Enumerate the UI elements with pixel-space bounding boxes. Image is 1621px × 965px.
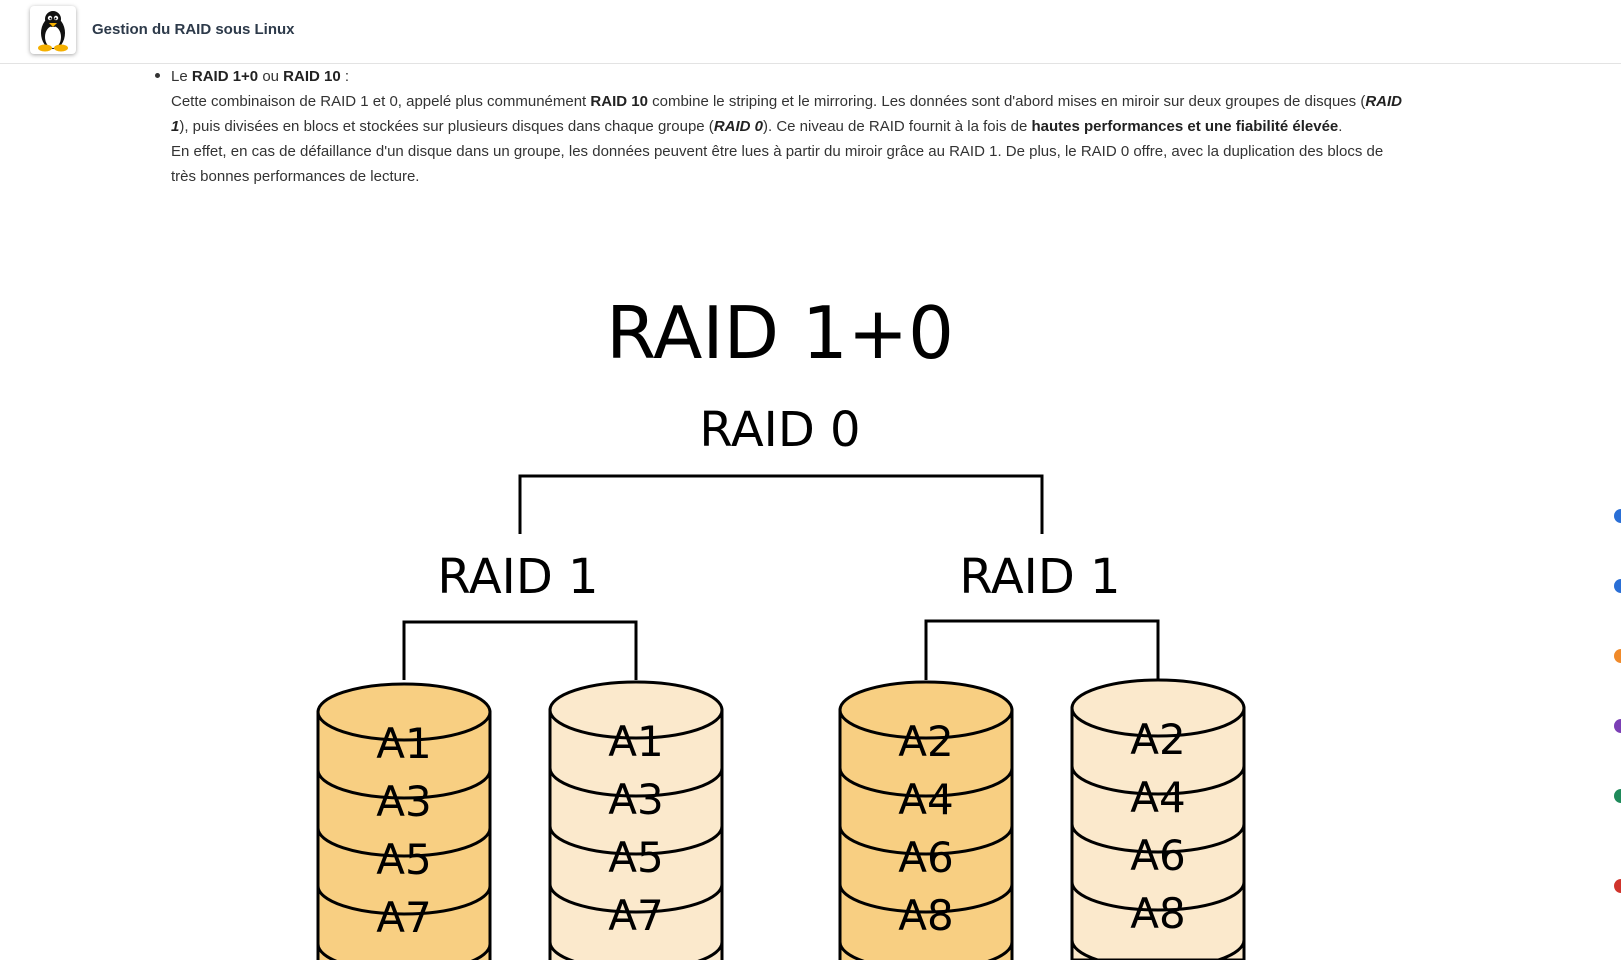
disk-top xyxy=(838,680,1014,740)
site-title[interactable]: Gestion du RAID sous Linux xyxy=(92,21,295,38)
disk-block-label: A8 xyxy=(898,891,953,940)
disk-block-separator xyxy=(838,941,1014,965)
disk-block-label: A1 xyxy=(376,719,431,768)
raid1-label-left: RAID 1 xyxy=(437,549,598,605)
side-dot-5[interactable] xyxy=(1614,789,1621,803)
raid1-label-right: RAID 1 xyxy=(959,549,1120,605)
disk-block-separator xyxy=(316,769,492,800)
bullet-icon xyxy=(155,73,160,78)
disk-block-label: A3 xyxy=(376,777,431,826)
side-dot-3[interactable] xyxy=(1614,649,1621,663)
raid1-connector-right xyxy=(924,619,1160,680)
disk-block-separator xyxy=(1070,939,1246,965)
disk-block-label: A3 xyxy=(608,775,663,824)
disk-block-label: A2 xyxy=(1130,715,1185,764)
disk-block-separator xyxy=(548,883,724,914)
diagram-title: RAID 1+0 xyxy=(606,291,954,375)
disk-block-separator xyxy=(838,825,1014,856)
disk-block-label: A1 xyxy=(608,717,663,766)
list-item-heading: Le RAID 1+0 ou RAID 10 : xyxy=(171,68,350,85)
article-content: Le RAID 1+0 ou RAID 10 : Cette combinais… xyxy=(155,64,1411,189)
disk-top xyxy=(548,680,724,740)
disk-block-label: A7 xyxy=(376,893,431,942)
disk-block-separator xyxy=(1070,881,1246,912)
disk-block-separator xyxy=(838,883,1014,914)
disk-block-label: A8 xyxy=(1130,889,1185,938)
disk-block-separator xyxy=(316,943,492,965)
raid1-connector-left xyxy=(402,620,638,680)
side-dot-1[interactable] xyxy=(1614,509,1621,523)
disk-top xyxy=(316,682,492,742)
side-dot-4[interactable] xyxy=(1614,719,1621,733)
disk-block-separator xyxy=(548,941,724,965)
disk-block-separator xyxy=(316,885,492,916)
disk-block-label: A5 xyxy=(376,835,431,884)
list-item-raid10: Le RAID 1+0 ou RAID 10 : Cette combinais… xyxy=(155,64,1411,189)
disk-block-label: A7 xyxy=(608,891,663,940)
disk-block-label: A6 xyxy=(1130,831,1185,880)
paragraph-description: Cette combinaison de RAID 1 et 0, appelé… xyxy=(171,93,1403,135)
disk-block-label: A2 xyxy=(898,717,953,766)
disk-block-separator xyxy=(838,767,1014,798)
raid0-connector xyxy=(518,474,1044,534)
disk-block-separator xyxy=(548,767,724,798)
tux-logo-icon[interactable] xyxy=(30,6,76,54)
disk-block-separator xyxy=(1070,823,1246,854)
disk-top xyxy=(1070,678,1246,738)
disk-block-label: A4 xyxy=(1130,773,1185,822)
disk-block-label: A6 xyxy=(898,833,953,882)
disk-block-label: A5 xyxy=(608,833,663,882)
paragraph-explanation: En effet, en cas de défaillance d'un dis… xyxy=(171,143,1384,185)
side-dot-2[interactable] xyxy=(1614,579,1621,593)
disk-block-separator xyxy=(548,825,724,856)
disk-block-label: A4 xyxy=(898,775,953,824)
side-dot-6[interactable] xyxy=(1614,879,1621,893)
top-bar: Gestion du RAID sous Linux xyxy=(0,0,1621,64)
raid0-label: RAID 0 xyxy=(699,402,860,458)
disk-block-separator xyxy=(1070,765,1246,796)
disk-block-separator xyxy=(316,827,492,858)
